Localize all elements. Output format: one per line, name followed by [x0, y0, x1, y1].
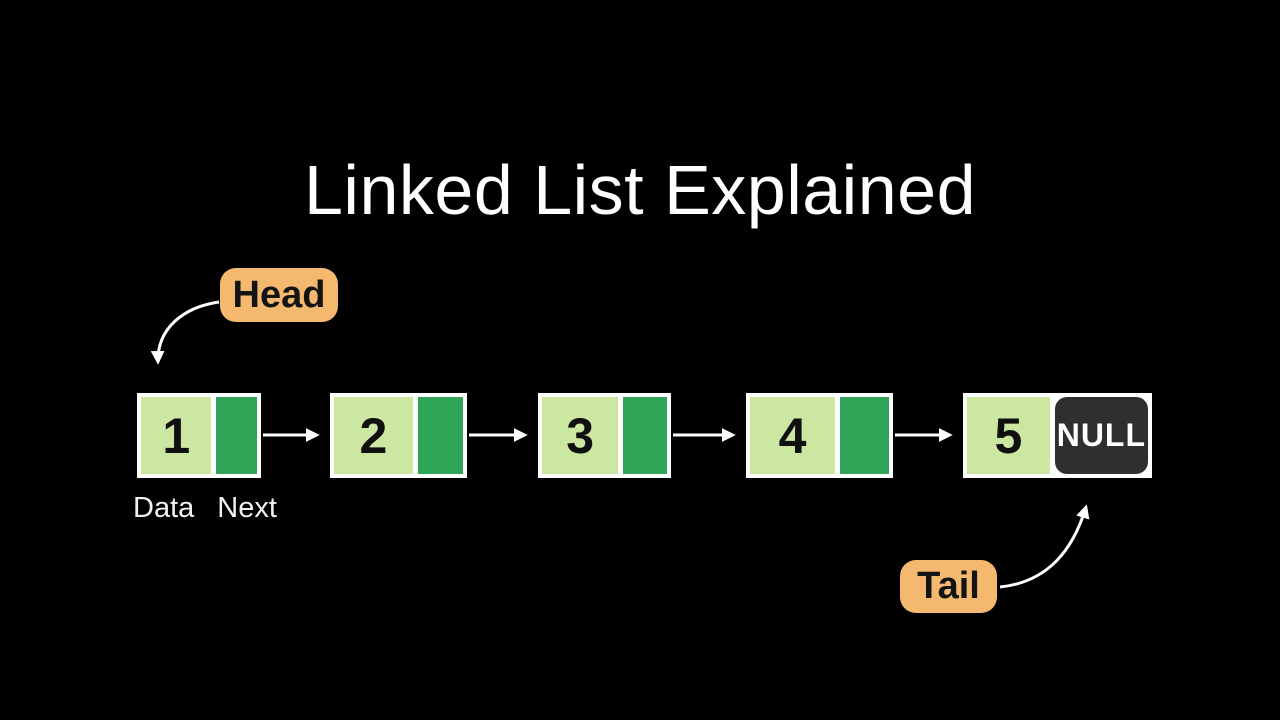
node-4-next-cell	[840, 397, 889, 474]
node-1-value: 1	[162, 407, 191, 464]
head-pointer-arrow	[150, 300, 220, 365]
node-3-next-cell	[623, 397, 667, 474]
head-label: Head	[220, 268, 338, 322]
null-label-text: NULL	[1056, 417, 1147, 453]
node-2-next-cell	[417, 397, 463, 474]
node-3-data-cell: 3	[542, 397, 619, 474]
node-5-value: 5	[994, 407, 1023, 464]
list-node-3: 3	[538, 393, 671, 478]
head-label-text: Head	[232, 273, 326, 316]
list-node-1: 1	[137, 393, 261, 478]
node-1-next-cell	[216, 397, 257, 474]
node-4-data-cell: 4	[750, 397, 836, 474]
node-5-data-cell: 5	[967, 397, 1050, 474]
node-5-null-cell: NULL	[1054, 397, 1148, 474]
page-title: Linked List Explained	[303, 151, 977, 229]
list-node-4: 4	[746, 393, 893, 478]
list-node-5: 5 NULL	[963, 393, 1152, 478]
node-2-value: 2	[359, 407, 388, 464]
list-node-2: 2	[330, 393, 467, 478]
node-1-data-cell: 1	[141, 397, 212, 474]
node-2-data-cell: 2	[334, 397, 413, 474]
tail-pointer-arrow	[999, 504, 1090, 589]
tail-label: Tail	[900, 560, 997, 613]
data-next-caption: Data Next	[133, 492, 277, 525]
node-4-value: 4	[778, 407, 807, 464]
node-3-value: 3	[566, 407, 594, 464]
tail-label-text: Tail	[917, 565, 980, 607]
next-field-label: Next	[217, 492, 277, 524]
data-field-label: Data	[133, 492, 195, 524]
